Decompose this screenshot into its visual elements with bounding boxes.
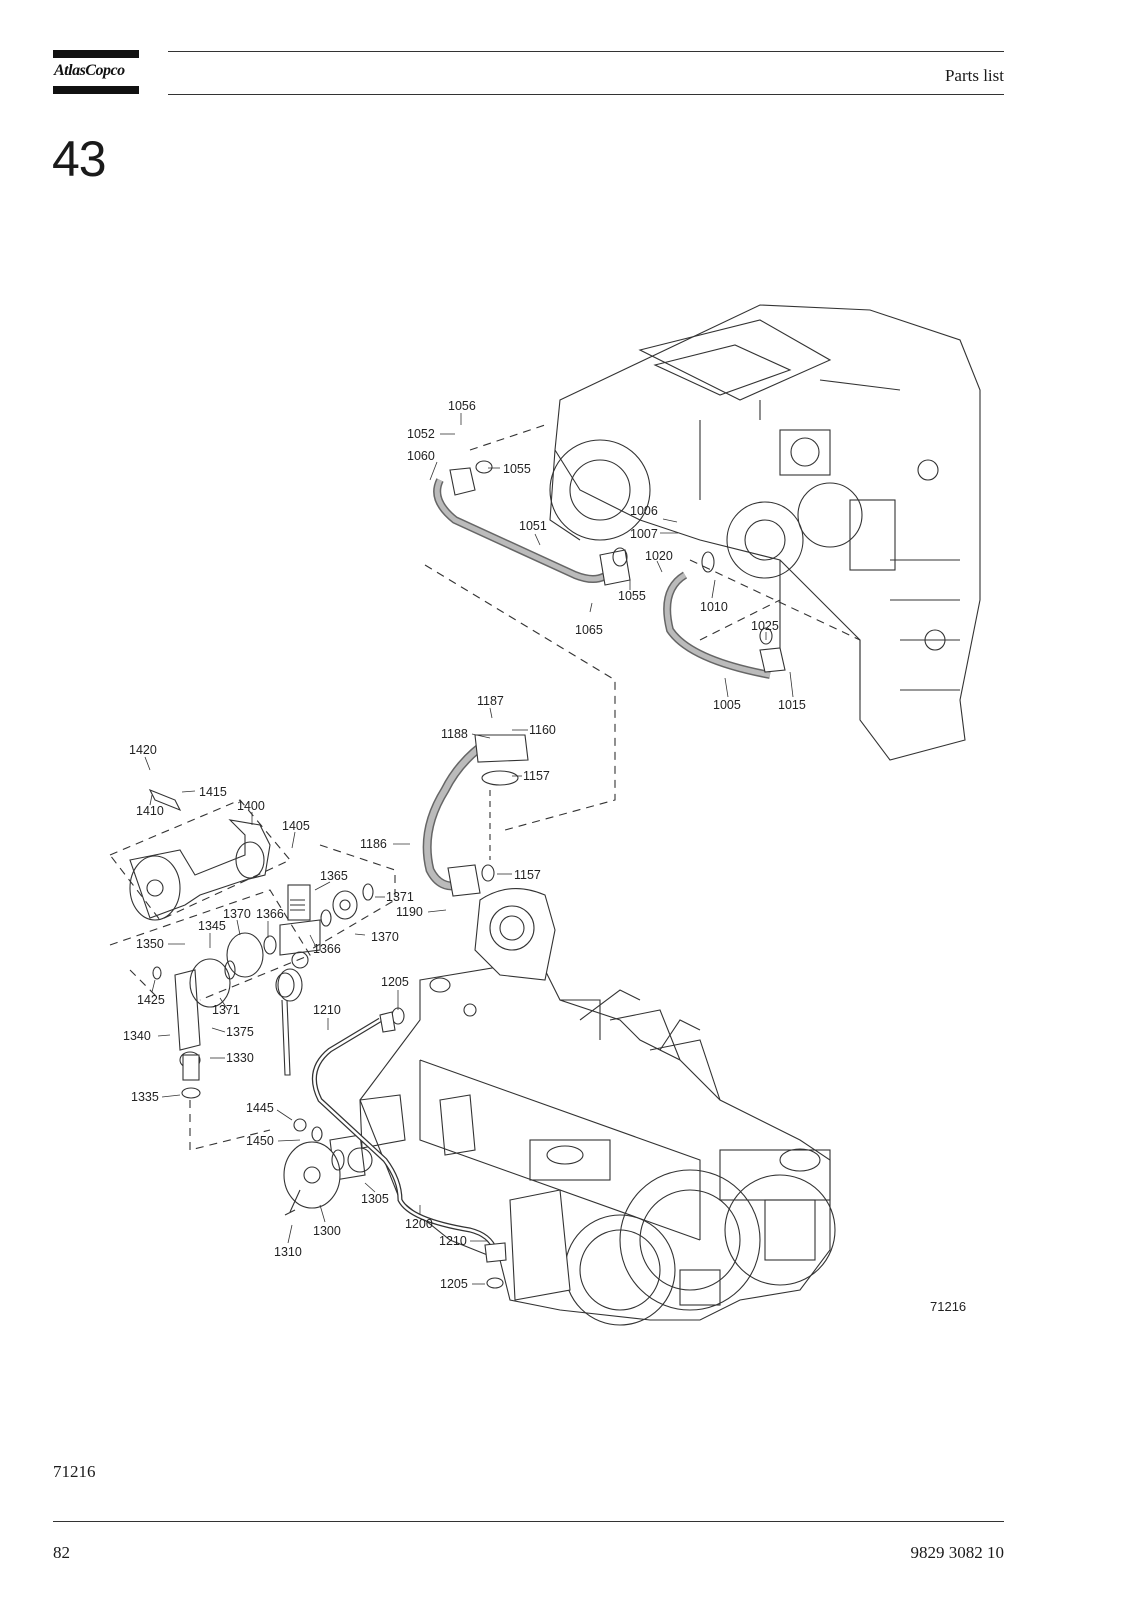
- figure-code: 71216: [930, 1299, 966, 1314]
- callout: 1205: [381, 975, 409, 989]
- callout: 1015: [778, 698, 806, 712]
- callout: 1065: [575, 623, 603, 637]
- callout: 1305: [361, 1192, 389, 1206]
- callout: 1371: [386, 890, 414, 904]
- callout: 1420: [129, 743, 157, 757]
- callout: 1300: [313, 1224, 341, 1238]
- figure-caption: 71216: [53, 1462, 96, 1481]
- callout: 1157: [514, 868, 541, 882]
- callout: 1055: [618, 589, 646, 603]
- callout: 1370: [371, 930, 399, 944]
- logo-bar-bottom: [53, 86, 139, 94]
- callout: 1205: [440, 1277, 468, 1291]
- callout: 1188: [441, 727, 468, 741]
- callout: 1445: [246, 1101, 274, 1115]
- callout: 1450: [246, 1134, 274, 1148]
- callout: 1025: [751, 619, 779, 633]
- callout: 1365: [320, 869, 348, 883]
- header-rule-bottom: [168, 94, 1004, 95]
- callout: 1340: [123, 1029, 151, 1043]
- logo-wordmark: AtlasCopco: [54, 62, 125, 79]
- callout: 1350: [136, 937, 164, 951]
- header-title: Parts list: [944, 66, 1004, 85]
- callout: 1060: [407, 449, 435, 463]
- callout: 1052: [407, 427, 435, 441]
- callout: 1366: [313, 942, 341, 956]
- callout: 1186: [360, 837, 387, 851]
- callout: 1335: [131, 1090, 159, 1104]
- callout: 1370: [223, 907, 251, 921]
- document-number: 9829 3082 10: [910, 1543, 1005, 1562]
- callout: 1371: [212, 1003, 240, 1017]
- header-rule-top: [168, 51, 1004, 52]
- callout: 1187: [477, 694, 504, 708]
- callout: 1210: [313, 1003, 341, 1017]
- callout: 1400: [237, 799, 265, 813]
- callout: 1051: [519, 519, 547, 533]
- callout: 1055: [503, 462, 531, 476]
- callout: 1157: [523, 769, 550, 783]
- callout: 1405: [282, 819, 310, 833]
- callout: 1415: [199, 785, 227, 799]
- page-number: 82: [53, 1543, 70, 1562]
- section-number: 43: [52, 131, 107, 187]
- callout: 1345: [198, 919, 226, 933]
- atlas-copco-logo: AtlasCopco: [53, 50, 139, 94]
- logo-bar-top: [53, 50, 139, 58]
- callout: 1007: [630, 527, 658, 541]
- footer-rule: [53, 1521, 1004, 1522]
- callout: 1310: [274, 1245, 302, 1259]
- callout: 1366: [256, 907, 284, 921]
- callout: 1200: [405, 1217, 433, 1231]
- callout-labels: 1056 1052 1060 1055 1051 1006 1007 1020 …: [123, 399, 806, 1291]
- callout: 1330: [226, 1051, 254, 1065]
- callout: 1006: [630, 504, 658, 518]
- callout: 1410: [136, 804, 164, 818]
- callout: 1375: [226, 1025, 254, 1039]
- callout: 1005: [713, 698, 741, 712]
- callout: 1425: [137, 993, 165, 1007]
- callout: 1210: [439, 1234, 467, 1248]
- callout: 1010: [700, 600, 728, 614]
- callout: 1056: [448, 399, 476, 413]
- callout: 1190: [396, 905, 423, 919]
- callout: 1160: [529, 723, 556, 737]
- callout: 1020: [645, 549, 673, 563]
